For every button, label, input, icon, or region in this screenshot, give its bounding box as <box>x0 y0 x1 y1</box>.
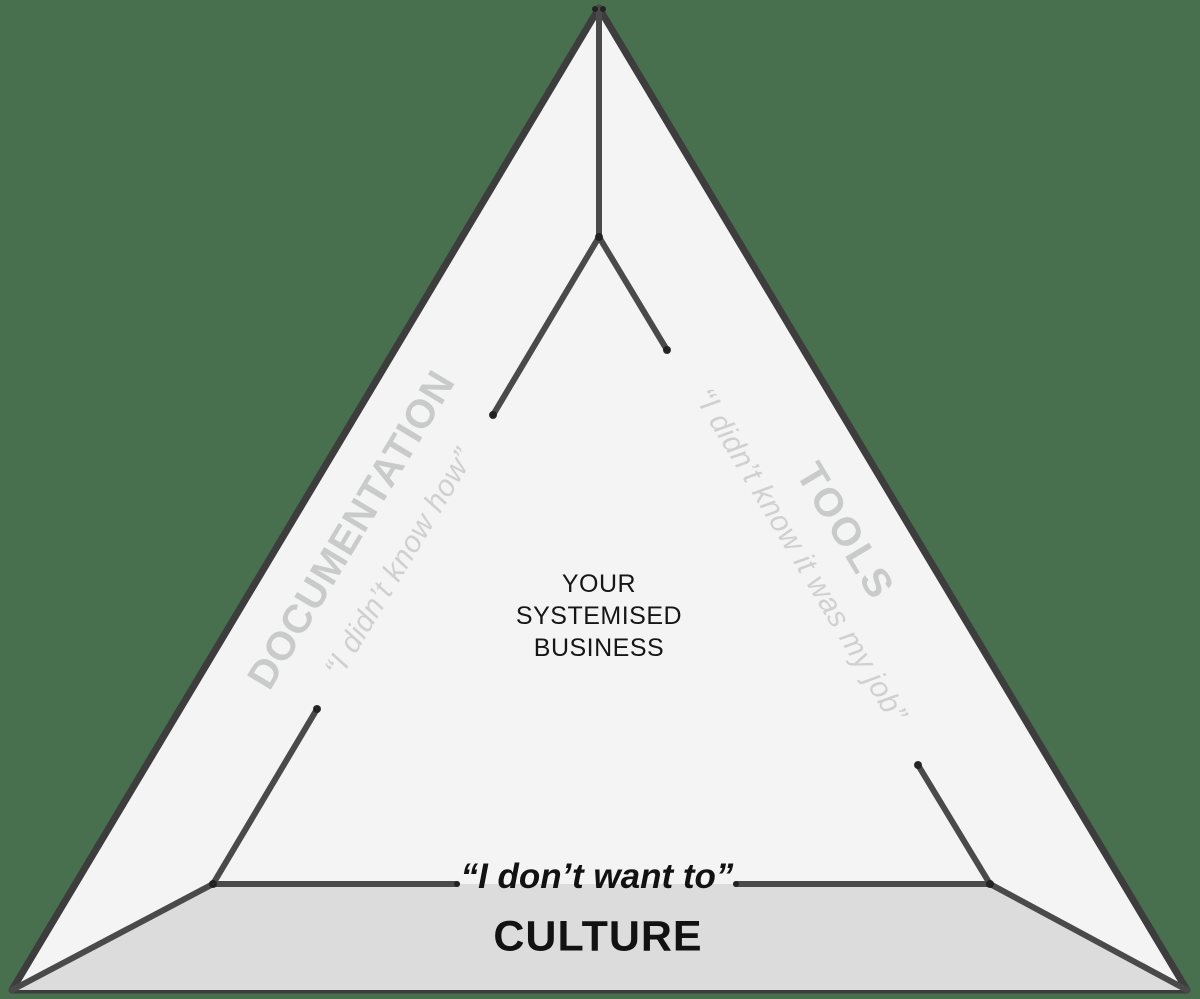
culture-face-quote: “I don’t want to” <box>460 857 734 896</box>
junction-dot <box>454 881 460 887</box>
junction-dot <box>986 880 994 888</box>
center-label-line-1: YOUR <box>561 570 637 598</box>
junction-dot <box>592 6 598 12</box>
junction-dot <box>595 233 603 241</box>
junction-dot <box>914 761 922 769</box>
culture-face <box>12 884 1187 990</box>
junction-dot <box>600 6 606 12</box>
center-label: YOUR SYSTEMISED BUSINESS <box>516 568 682 664</box>
inner-ridge-lines <box>9 5 1190 993</box>
right-corner-ridge-line <box>987 881 1190 993</box>
center-label-line-2: SYSTEMISED <box>515 602 683 630</box>
culture-face-label: CULTURE <box>493 912 703 961</box>
left-corner-ridge-line <box>9 881 216 993</box>
junction-dot <box>313 705 321 713</box>
left-ridge-lower-segment <box>210 706 320 887</box>
right-ridge-lower-segment <box>915 762 993 887</box>
junction-dot <box>663 346 671 354</box>
right-ridge-upper-segment <box>596 234 670 353</box>
junction-dot <box>733 881 739 887</box>
junction-dots <box>209 6 994 888</box>
junction-dot <box>209 880 217 888</box>
center-label-line-3: BUSINESS <box>533 634 665 662</box>
junction-dot <box>489 411 497 419</box>
left-ridge-upper-segment <box>490 234 602 418</box>
